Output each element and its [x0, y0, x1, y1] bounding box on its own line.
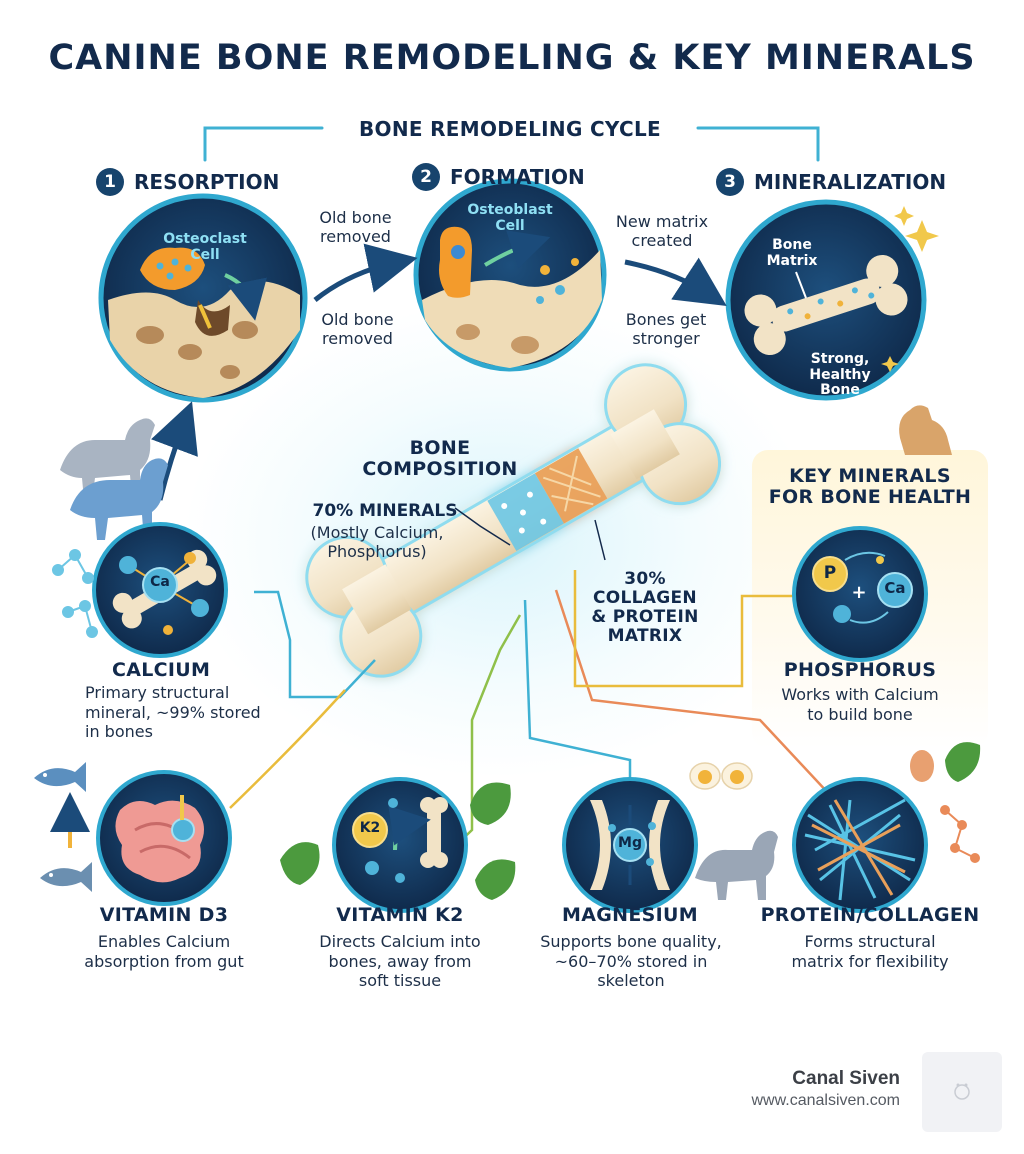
formation-circle [413, 178, 607, 372]
leaf-icon [280, 742, 981, 900]
calcium-desc: Primary structural mineral, ~99% stored … [85, 683, 261, 742]
brand-name: Canal Siven [792, 1068, 900, 1089]
magnesium-symbol: Mg [618, 835, 642, 851]
dog-icon [60, 418, 168, 540]
magnesium-circle [562, 777, 698, 913]
central-bone [305, 363, 722, 678]
sparkle-icon [881, 206, 939, 372]
cycle-title: BONE REMODELING CYCLE [359, 117, 661, 141]
calcium-name: CALCIUM [112, 659, 211, 681]
arrow2-bottom-label: Bones get stronger [625, 310, 707, 349]
resorption-circle [98, 193, 308, 403]
strong-bone-label: Strong, Healthy Bone [809, 351, 871, 399]
osteoblast-label: Osteoblast Cell [467, 202, 553, 234]
phosphorus-circle: + [792, 526, 928, 662]
arrow2-top-label: New matrix created [615, 212, 709, 251]
collagen-label: 30% COLLAGEN & PROTEIN MATRIX [591, 569, 699, 647]
bone-composition-title: BONE COMPOSITION [362, 437, 518, 481]
fish-icon [34, 762, 92, 892]
calcium-symbol: Ca [150, 574, 170, 590]
egg-icon [689, 750, 934, 790]
step-3-number: 3 [716, 168, 744, 196]
vitamin-k2-name: VITAMIN K2 [336, 904, 464, 926]
osteoclast-label: Osteoclast Cell [163, 231, 247, 263]
key-minerals-title: KEY MINERALS FOR BONE HEALTH [768, 465, 972, 509]
cycle-bracket [203, 126, 820, 162]
step-2-number: 2 [412, 163, 440, 191]
molecule-icon [52, 549, 98, 638]
protein-collagen-circle [792, 777, 928, 913]
protein-collagen-name: PROTEIN/COLLAGEN [760, 904, 980, 926]
dog-sitting-icon [899, 405, 952, 455]
mineralization-circle [725, 199, 927, 401]
magnesium-name: MAGNESIUM [562, 904, 698, 926]
step-3-title: MINERALIZATION [754, 170, 947, 194]
protein-collagen-desc: Forms structural matrix for flexibility [791, 932, 949, 971]
logo-mark-icon [954, 1083, 970, 1100]
phosphorus-calcium-symbol: Ca [884, 579, 906, 597]
minerals-percent: 70% MINERALS [312, 501, 458, 521]
vitamin-d3-circle [96, 770, 232, 906]
vitamin-k2-circle [332, 777, 468, 913]
phosphorus-desc: Works with Calcium to build bone [781, 685, 939, 724]
step-1-title: RESORPTION [134, 170, 280, 194]
brand-url[interactable]: www.canalsiven.com [751, 1092, 901, 1109]
step-1-number: 1 [96, 168, 124, 196]
arrow1-top-label: Old bone removed [319, 208, 392, 247]
svg-text:+: + [851, 582, 866, 603]
step-2-title: FORMATION [450, 165, 585, 189]
page-title: CANINE BONE REMODELING & KEY MINERALS [48, 38, 976, 78]
molecule-orange-icon [940, 805, 980, 863]
bone-matrix-label: Bone Matrix [766, 237, 818, 269]
vitamin-d3-desc: Enables Calcium absorption from gut [84, 932, 244, 971]
vitamin-k2-desc: Directs Calcium into bones, away from so… [319, 932, 481, 991]
brand-logo [922, 1052, 1002, 1132]
calcium-circle [92, 522, 228, 658]
arrow1-bottom-label: Old bone removed [321, 310, 394, 349]
k2-symbol: K2 [359, 820, 381, 836]
magnesium-desc: Supports bone quality, ~60–70% stored in… [540, 932, 722, 991]
phosphorus-symbol: P [823, 563, 837, 583]
dog-gray-icon [695, 830, 778, 900]
vitamin-d3-name: VITAMIN D3 [99, 904, 229, 926]
phosphorus-name: PHOSPHORUS [783, 659, 937, 681]
minerals-note: (Mostly Calcium, Phosphorus) [310, 523, 444, 562]
